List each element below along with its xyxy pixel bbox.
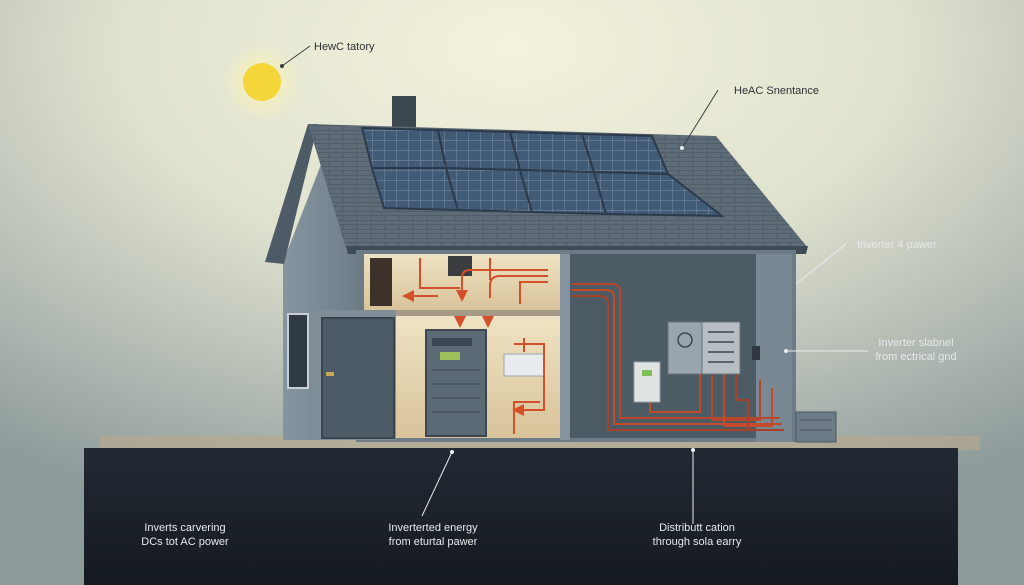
solar-panel: [508, 130, 596, 174]
wall-outlet: [752, 346, 760, 360]
utility-wiring: [454, 316, 545, 434]
battery-inverter-cabinet: [425, 329, 487, 437]
label-panel-line1: Inverter slabnel: [878, 337, 954, 349]
attic-wiring: [402, 258, 548, 304]
label-bottom-right: Distributt cation through sola earry: [632, 521, 762, 549]
meter-indicator: [642, 370, 652, 376]
solar-panel: [592, 170, 725, 218]
solar-panel: [436, 128, 522, 172]
wall-divider: [560, 254, 570, 440]
leader-dot-panel: [784, 349, 788, 353]
label-bottom-center-line2: from eturtal pawer: [388, 536, 478, 548]
chimney: [392, 96, 416, 130]
solar-panel: [360, 126, 448, 169]
wood-panel: [370, 258, 392, 306]
floor-divider: [364, 310, 562, 316]
attic-vent: [448, 256, 472, 276]
label-bottom-left-line2: DCs tot AC power: [141, 536, 229, 548]
front-door: [321, 317, 395, 439]
solar-panel: [518, 168, 608, 216]
breaker-panel: [667, 321, 741, 375]
leader-inverter-power: [795, 243, 847, 285]
label-bottom-center-line1: Inverterted energy: [388, 522, 478, 534]
leader-bottom-center: [421, 451, 453, 517]
electrical-wiring: [572, 283, 784, 431]
side-window: [287, 313, 309, 389]
label-roof: HeAC Snentance: [734, 85, 819, 97]
base-block: [84, 448, 958, 585]
meter-box: [633, 361, 661, 403]
label-inverter-power: Inverter 4 pawer: [857, 239, 937, 251]
label-bottom-right-line2: through sola earry: [652, 536, 742, 548]
label-bottom-left-line1: Inverts carvering: [144, 522, 226, 534]
leader-dot-center: [450, 450, 454, 454]
leader-dot-sun: [280, 64, 284, 68]
leader-roof: [681, 89, 719, 149]
label-sun: HewC tatory: [314, 41, 375, 53]
leader-dot-right: [691, 448, 695, 452]
junction-box: [503, 353, 545, 377]
label-bottom-center: Inverterted energy from eturtal pawer: [368, 521, 498, 549]
label-panel: Inverter slabnel from ectrical gnd: [866, 336, 966, 364]
sun-icon: [222, 42, 302, 122]
grid-connection-box: [795, 411, 837, 443]
solar-panel: [444, 166, 534, 214]
solar-panel: [370, 167, 460, 212]
leader-sun: [281, 45, 311, 67]
solar-panels: [360, 126, 725, 218]
annotation-lines: [281, 45, 868, 524]
house-right-wall: [756, 254, 792, 442]
roof-edge: [265, 124, 318, 264]
label-bottom-right-line1: Distributt cation: [659, 522, 735, 534]
door-handle: [326, 372, 334, 376]
label-panel-line2: from ectrical gnd: [875, 351, 957, 363]
label-bottom-left: Inverts carvering DCs tot AC power: [120, 521, 250, 549]
leader-dot-roof: [680, 146, 684, 150]
